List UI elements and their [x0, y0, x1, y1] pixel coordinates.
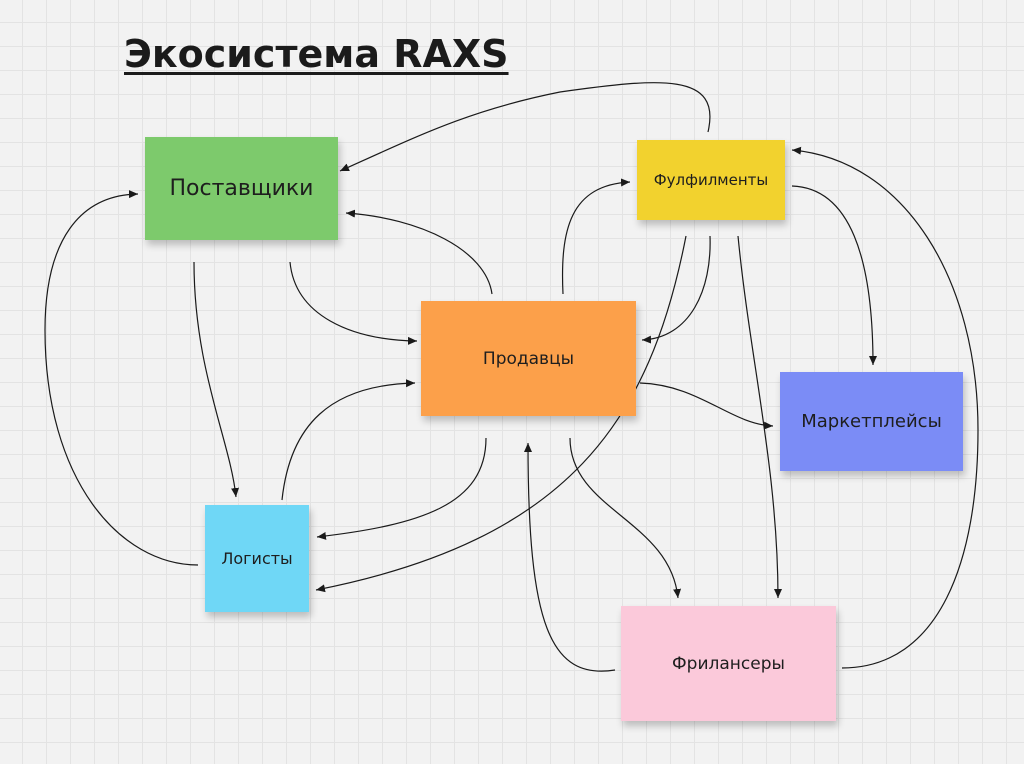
- edge-sellers-logistics: [316, 437, 487, 540]
- node-marketplaces-label: Маркетплейсы: [801, 411, 942, 432]
- node-sellers-label: Продавцы: [482, 348, 575, 369]
- node-suppliers-label: Поставщики: [169, 176, 314, 201]
- edge-suppliers-logistics: [193, 261, 240, 498]
- edge-fulfillment-logistics: [315, 235, 687, 593]
- node-freelancers[interactable]: Фрилансеры: [621, 606, 836, 721]
- edge-fulfillment-sellers: [641, 235, 711, 344]
- edge-freelancers-sellers: [524, 442, 616, 672]
- edge-fulfillment-suppliers: [339, 82, 711, 172]
- edge-logistics-sellers: [281, 379, 416, 501]
- node-freelancers-label: Фрилансеры: [672, 653, 785, 674]
- edge-sellers-fulfillment: [561, 178, 631, 295]
- edge-suppliers-sellers: [289, 261, 418, 345]
- edge-fulfillment-marketplaces: [791, 185, 877, 366]
- node-suppliers[interactable]: Поставщики: [145, 137, 338, 240]
- edge-freelancers-fulfillment: [791, 146, 979, 669]
- edge-sellers-freelancers: [569, 437, 682, 599]
- node-marketplaces[interactable]: Маркетплейсы: [780, 372, 963, 471]
- edge-sellers-marketplaces: [639, 382, 774, 430]
- edge-fulfillment-freelancers: [737, 235, 782, 599]
- edge-sellers-suppliers: [345, 209, 493, 295]
- node-logistics[interactable]: Логисты: [205, 505, 309, 612]
- node-fulfillment-label: Фулфилменты: [653, 171, 769, 189]
- edge-logistics-suppliers: [44, 190, 199, 566]
- node-logistics-label: Логисты: [221, 549, 293, 568]
- node-fulfillment[interactable]: Фулфилменты: [637, 140, 785, 220]
- diagram-title: Экосистема RAXS: [124, 32, 509, 76]
- node-sellers[interactable]: Продавцы: [421, 301, 636, 416]
